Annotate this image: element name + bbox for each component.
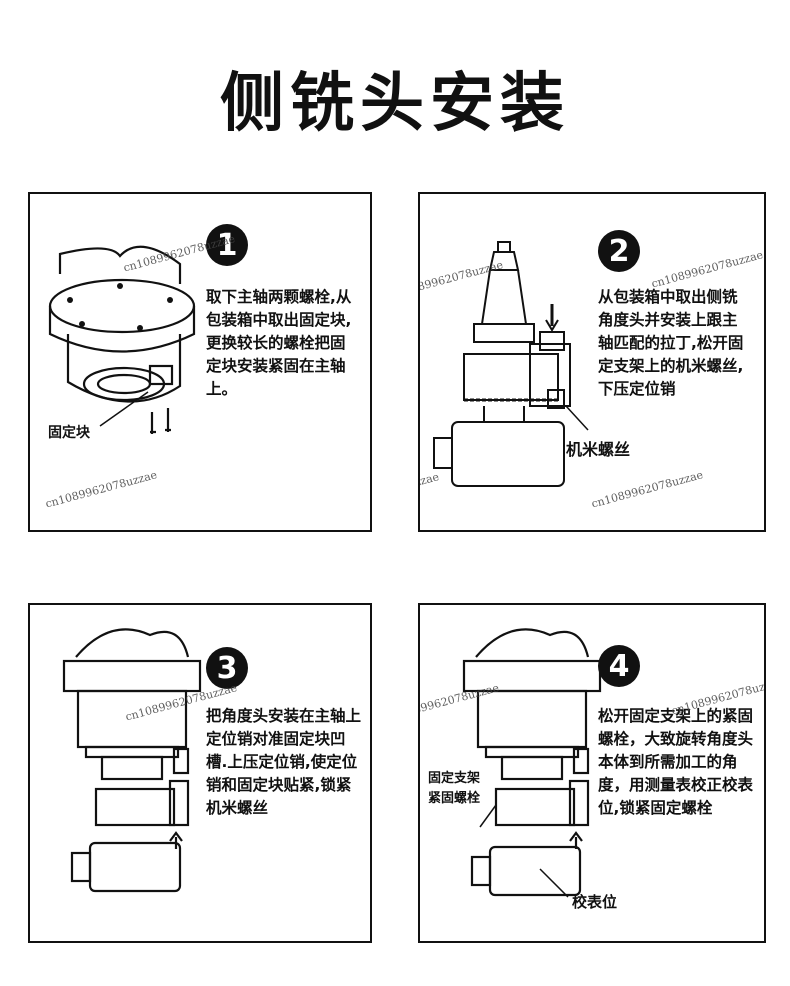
step-3-description: 把角度头安装在主轴上定位销对准固定块凹槽.上压定位销,使定位销和固定块贴紧,锁紧… [206,707,362,817]
step-4-badge: 4 [598,645,640,687]
indicator-position-callout: 校表位 [572,893,618,911]
step-3-panel: 3 把角度头安装在主轴上定位销对准固定块凹槽.上压定位销,使定位销和固定块贴紧,… [28,603,372,943]
angle-head-calibration-illustration [462,628,602,898]
fixed-bracket-callout: 固定支架 [428,771,481,786]
step-1-panel: 1 取下主轴两颗螺栓,从包装箱中取出固定块,更换较长的螺栓把固定块安装紧固在主轴… [28,192,372,532]
step-1-description: 取下主轴两颗螺栓,从包装箱中取出固定块,更换较长的螺栓把固定块安装紧固在主轴上。 [206,288,352,398]
step-2-description: 从包装箱中取出侧铣角度头并安装上跟主轴匹配的拉丁,松开固定支架上的机米螺丝, 下… [598,288,744,398]
fixed-block-callout: 固定块 [48,425,90,441]
angle-head-illustration [433,241,589,487]
spindle-fixed-block-illustration [48,245,196,434]
step-2-badge: 2 [598,230,640,272]
step-3-badge: 3 [206,647,248,689]
step-1-badge: 1 [206,224,248,266]
page-title: 侧铣头安装 [220,67,570,141]
step-4-panel: 4 松开固定支架上的紧固螺栓，大致旋转角度头本体到所需加工的角度，用测量表校正校… [418,603,766,943]
step-4-description: 松开固定支架上的紧固螺栓，大致旋转角度头本体到所需加工的角度，用测量表校正校表位… [598,707,754,817]
angle-head-mount-illustration [62,628,202,893]
step-2-panel: 2 从包装箱中取出侧铣角度头并安装上跟主轴匹配的拉丁,松开固定支架上的机米螺丝,… [418,192,766,532]
fastening-bolt-callout: 紧固螺栓 [428,791,481,806]
set-screw-callout: 机米螺丝 [566,440,631,459]
